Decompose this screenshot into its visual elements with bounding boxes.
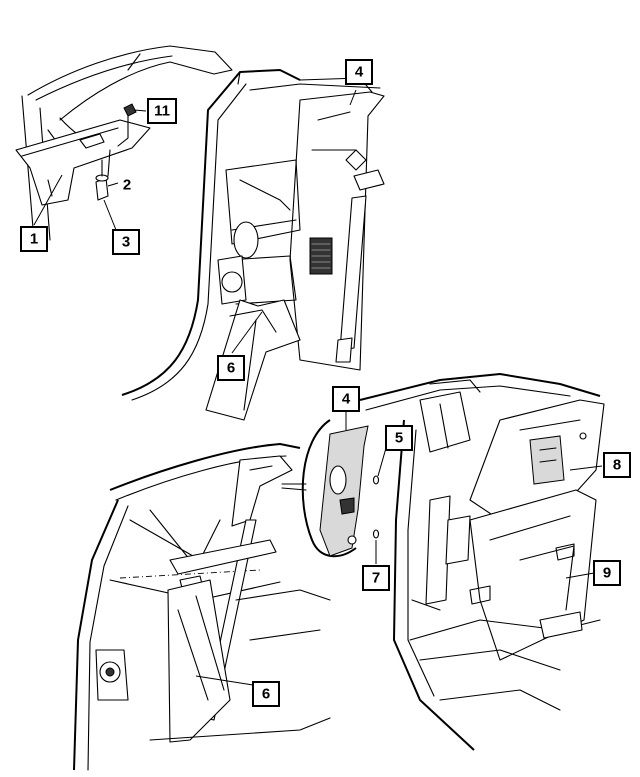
callout-5-label: 5 xyxy=(395,430,403,447)
callout-3: 3 xyxy=(112,229,140,255)
callout-6-top: 6 xyxy=(217,355,245,381)
callout-3-label: 3 xyxy=(122,234,130,251)
callout-9-label: 9 xyxy=(603,565,611,582)
a-pillar-view xyxy=(15,45,233,241)
b-pillar-view xyxy=(121,69,385,421)
callout-8-label: 8 xyxy=(613,457,621,474)
callout-6-bottom-label: 6 xyxy=(262,686,270,703)
callout-4-top: 4 xyxy=(345,59,373,85)
c-pillar-view xyxy=(73,410,387,771)
callout-1-label: 1 xyxy=(30,231,38,248)
callout-11-label: 11 xyxy=(154,103,170,120)
callout-8: 8 xyxy=(603,452,631,478)
callout-6-top-label: 6 xyxy=(227,360,235,377)
callout-4-bottom: 4 xyxy=(332,386,360,412)
callout-4-top-label: 4 xyxy=(355,64,364,81)
callout-4-bottom-label: 4 xyxy=(342,391,351,408)
callout-7-label: 7 xyxy=(372,570,380,587)
callout-9: 9 xyxy=(593,560,621,586)
callout-5: 5 xyxy=(385,425,413,451)
cargo-view xyxy=(359,373,605,751)
callout-2-label: 2 xyxy=(123,177,131,194)
callout-11: 11 xyxy=(147,98,177,124)
callout-7: 7 xyxy=(362,565,390,591)
callout-1: 1 xyxy=(20,226,48,252)
callout-6-bottom: 6 xyxy=(252,681,280,707)
callout-2: 2 xyxy=(123,177,131,194)
